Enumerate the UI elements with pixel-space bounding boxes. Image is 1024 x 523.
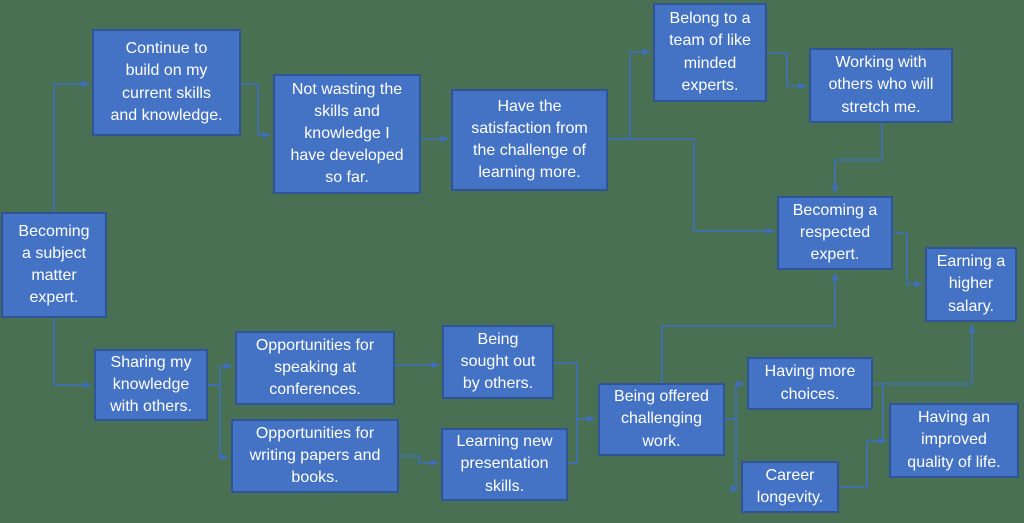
edge-subject-matter-expert--sharing-knowledge — [53, 318, 92, 389]
edge-writing-papers--presentation-skills — [399, 455, 439, 467]
node-label: Sharing my knowledge with others. — [110, 353, 192, 416]
node-label: Career longevity. — [756, 466, 824, 506]
node-not-wasting-skills: Not wasting the skills and knowledge I h… — [273, 74, 421, 194]
edge-belong-team--working-with-others — [767, 52, 807, 90]
edge-respected-expert--higher-salary — [893, 232, 923, 288]
edge-presentation-skills--challenging-work — [568, 415, 596, 464]
node-sharing-knowledge: Sharing my knowledge with others. — [94, 349, 208, 421]
node-presentation-skills: Learning new presentation skills. — [441, 428, 568, 501]
node-satisfaction-learning: Have the satisfaction from the challenge… — [451, 89, 608, 191]
node-label: Continue to build on my current skills a… — [110, 40, 223, 124]
node-label: Earning a higher salary. — [936, 253, 1006, 315]
node-label: Learning new presentation skills. — [456, 433, 553, 495]
node-label: Becoming a subject matter expert. — [18, 222, 90, 307]
node-label: Having an improved quality of life. — [907, 409, 1001, 471]
node-challenging-work: Being offered challenging work. — [598, 383, 725, 456]
node-continue-build-skills: Continue to build on my current skills a… — [92, 29, 241, 136]
node-respected-expert: Becoming a respected expert. — [777, 196, 893, 270]
edge-more-choices--quality-of-life — [873, 383, 887, 445]
node-career-longevity: Career longevity. — [741, 461, 839, 513]
node-label: Opportunities for speaking at conference… — [255, 336, 375, 399]
edge-subject-matter-expert--continue-build-skills — [53, 80, 90, 212]
node-belong-team: Belong to a team of like minded experts. — [653, 3, 767, 102]
edge-challenging-work--career-longevity — [725, 418, 739, 493]
edge-challenging-work--more-choices — [725, 380, 745, 420]
node-label: Being sought out by others. — [460, 330, 536, 393]
edge-sharing-knowledge--speaking-conferences — [208, 362, 233, 386]
edge-more-choices--higher-salary — [873, 324, 976, 385]
node-higher-salary: Earning a higher salary. — [925, 247, 1017, 322]
node-label: Working with others who will stretch me. — [828, 54, 934, 116]
node-speaking-conferences: Opportunities for speaking at conference… — [235, 331, 395, 405]
node-label: Being offered challenging work. — [614, 388, 709, 450]
edge-career-longevity--quality-of-life — [839, 437, 887, 488]
node-label: Having more choices. — [764, 363, 856, 403]
edge-continue-build-skills--not-wasting-skills — [241, 83, 271, 139]
node-sought-out: Being sought out by others. — [442, 325, 554, 399]
node-label: Have the satisfaction from the challenge… — [471, 97, 588, 182]
node-label: Not wasting the skills and knowledge I h… — [290, 80, 404, 187]
node-quality-of-life: Having an improved quality of life. — [889, 403, 1019, 478]
node-label: Opportunities for writing papers and boo… — [249, 424, 381, 487]
edge-working-with-others--respected-expert — [831, 123, 883, 194]
node-more-choices: Having more choices. — [747, 357, 873, 410]
edge-sought-out--challenging-work — [554, 362, 596, 423]
node-label: Belong to a team of like minded experts. — [669, 10, 751, 94]
node-writing-papers: Opportunities for writing papers and boo… — [231, 419, 399, 493]
edge-sharing-knowledge--writing-papers — [208, 384, 229, 461]
node-working-with-others: Working with others who will stretch me. — [809, 48, 953, 123]
node-subject-matter-expert: Becoming a subject matter expert. — [1, 212, 107, 318]
edge-satisfaction-learning--belong-team — [608, 48, 651, 140]
edge-satisfaction-learning--respected-expert — [608, 138, 775, 235]
node-label: Becoming a respected expert. — [792, 201, 878, 264]
